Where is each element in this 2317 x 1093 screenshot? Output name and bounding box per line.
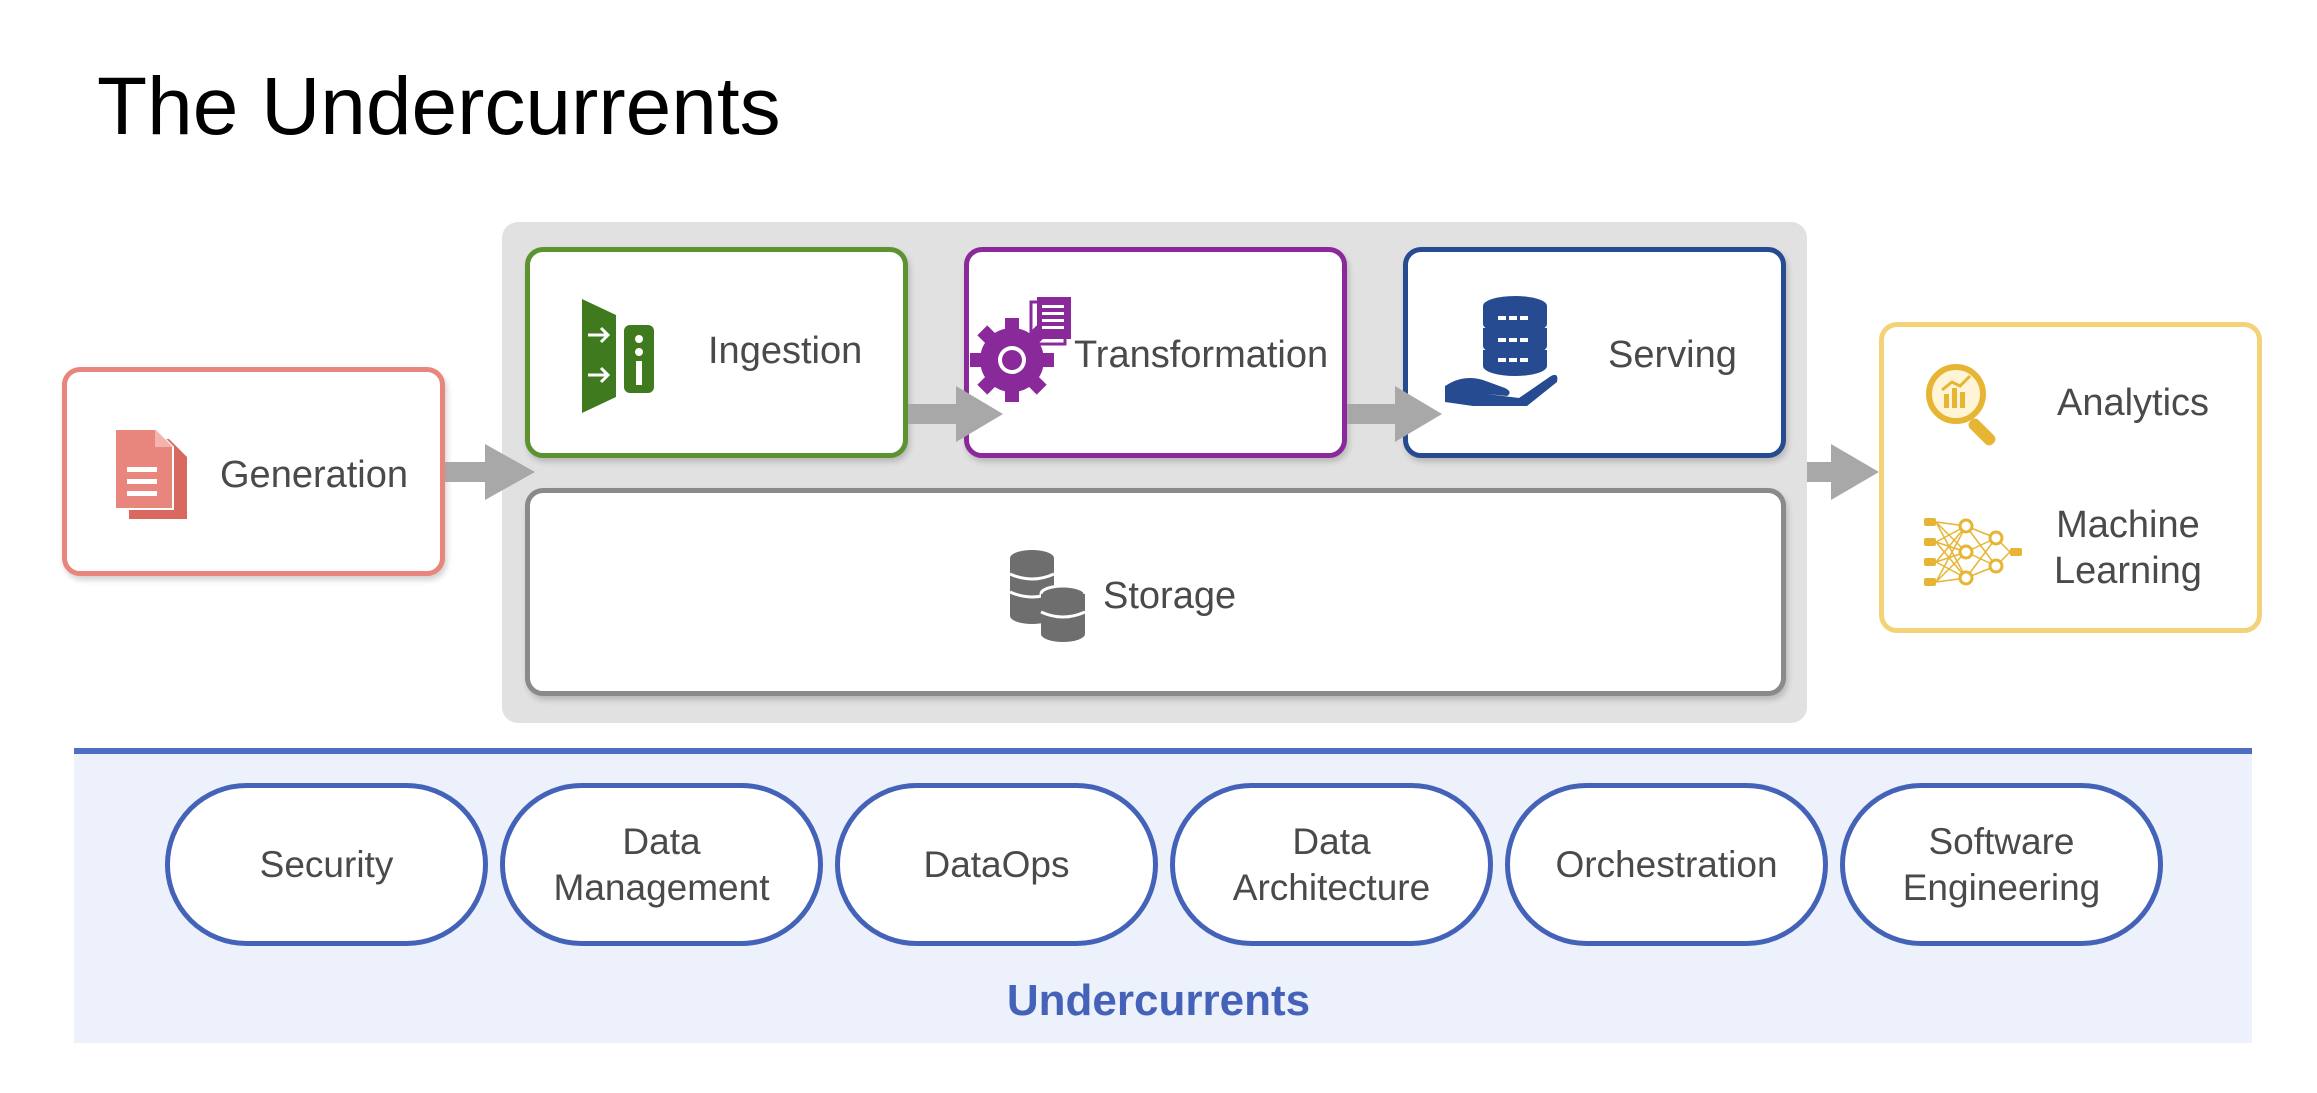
undercurrent-data-management: Data Management [500,783,823,946]
analytics-label: Analytics [2057,382,2210,424]
document-icon [114,428,187,519]
storage-box: Storage [525,488,1786,696]
undercurrent-line: DataOps [923,843,1070,885]
undercurrent-software-engineering: Software Engineering [1840,783,2163,946]
undercurrent-line: Architecture [1232,866,1431,908]
neural-network-icon [1924,518,2022,586]
undercurrent-line: Management [553,866,770,908]
machine-learning-line1: Machine [2056,504,2200,546]
undercurrent-line: Data [622,821,701,863]
undercurrent-line: Software [1928,821,2075,863]
generation-label: Generation [220,454,409,496]
ingestion-icon [582,299,654,413]
serving-box: Serving [1403,247,1786,458]
undercurrent-line: Security [259,843,394,885]
machine-learning-line2: Learning [2054,550,2202,593]
undercurrent-line: Orchestration [1555,843,1778,885]
serving-label: Serving [1608,334,1737,376]
undercurrent-line: Data [1292,821,1371,863]
ingestion-label: Ingestion [708,330,863,372]
database-stack-icon [1009,550,1087,642]
undercurrent-security: Security [165,783,488,946]
undercurrent-orchestration: Orchestration [1505,783,1828,946]
magnifier-chart-icon [1926,364,1996,446]
storage-label: Storage [1103,575,1237,617]
database-hand-icon [1445,296,1558,406]
undercurrent-data-architecture: Data Architecture [1170,783,1493,946]
arrow-transformation-to-serving [1347,386,1442,442]
machine-learning-label: Machine Learning [2054,502,2202,595]
generation-box: Generation [62,367,445,576]
outputs-box: Analytics Machine Learning [1879,322,2262,633]
transformation-box: Transformation [964,247,1347,458]
arrow-lifecycle-to-outputs [1807,444,1879,500]
undercurrent-dataops: DataOps [835,783,1158,946]
undercurrents-label: Undercurrents [1006,976,1311,1025]
arrow-generation-to-ingestion [445,444,535,500]
ingestion-box: Ingestion [525,247,908,458]
undercurrent-line: Engineering [1902,866,2101,908]
transformation-label: Transformation [1074,334,1329,376]
gear-document-icon [970,297,1071,402]
page-title: The Undercurrents [97,61,781,152]
arrow-ingestion-to-transformation [908,386,1003,442]
